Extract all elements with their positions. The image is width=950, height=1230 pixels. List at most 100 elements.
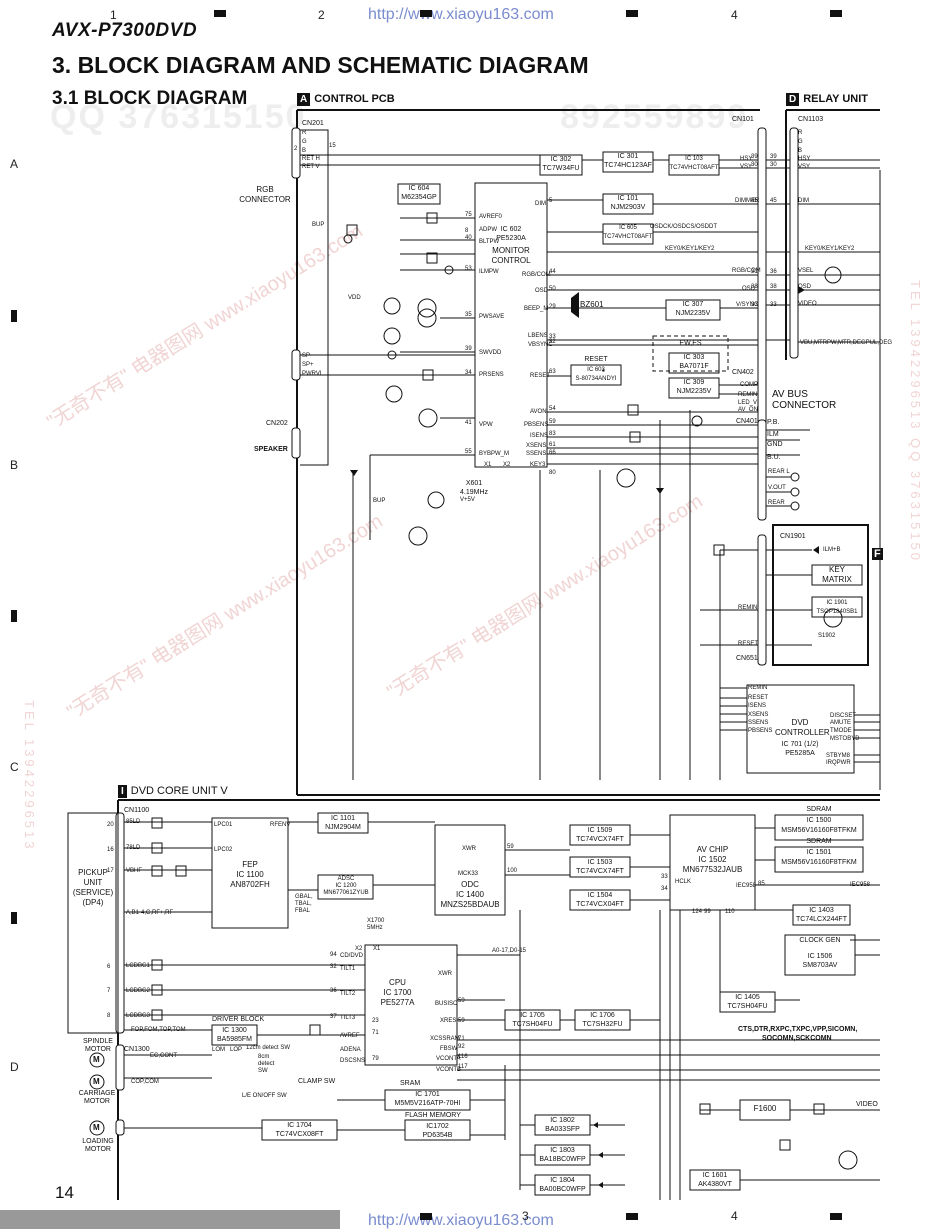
grid-col-3: 3 <box>522 1209 529 1223</box>
svg-text:R: R <box>798 130 803 136</box>
grid-mark <box>11 912 17 924</box>
svg-text:OSDCK/OSDCS/OSDDT: OSDCK/OSDCS/OSDDT <box>650 224 717 230</box>
svg-text:PBSENS: PBSENS <box>748 728 772 734</box>
grid-col-2: 2 <box>318 8 325 22</box>
svg-text:HSY: HSY <box>740 156 752 162</box>
watermark-vertical-right: TEL 13942296513 QQ 376315150 <box>908 280 923 564</box>
cts-signals: CTS,DTR,RXPC,TXPC,VPP,SICOMN, <box>738 1026 858 1033</box>
svg-text:35: 35 <box>465 312 472 318</box>
svg-text:20: 20 <box>107 822 114 828</box>
svg-text:B: B <box>798 148 802 154</box>
svg-text:RET H: RET H <box>302 156 320 162</box>
motor-m-icon: M <box>93 1055 100 1064</box>
model-name: AVX-P7300DVD <box>52 20 198 41</box>
svg-text:38: 38 <box>770 284 777 290</box>
svg-text:VSEL: VSEL <box>798 268 814 274</box>
svg-text:REMIN: REMIN <box>748 685 767 691</box>
svg-text:XSENS: XSENS <box>748 712 768 718</box>
grid-mark <box>626 1213 638 1220</box>
svg-text:80: 80 <box>549 470 556 476</box>
svg-text:IEC958: IEC958 <box>736 883 757 889</box>
svg-text:LPC01: LPC01 <box>214 822 233 828</box>
svg-text:FBAL: FBAL <box>295 908 311 914</box>
svg-text:59: 59 <box>458 998 465 1004</box>
svg-text:HSY: HSY <box>798 156 810 162</box>
svg-text:32: 32 <box>330 964 337 970</box>
svg-text:LCDBG3: LCDBG3 <box>126 1013 151 1019</box>
svg-text:SP+: SP+ <box>302 362 314 368</box>
svg-text:50: 50 <box>549 286 556 292</box>
svg-text:2: 2 <box>294 146 298 152</box>
reset-label: RESET <box>584 356 608 363</box>
motor-m-icon: M <box>93 1123 100 1132</box>
svg-text:15: 15 <box>329 143 336 149</box>
grid-row-a: A <box>10 157 19 171</box>
watermark-url-top: http://www.xiaoyu163.com <box>368 6 554 23</box>
v5-label: V+5V <box>460 497 475 503</box>
svg-text:OSD: OSD <box>798 284 812 290</box>
svg-text:75: 75 <box>465 212 472 218</box>
svg-text:94: 94 <box>330 952 337 958</box>
svg-text:OSD: OSD <box>742 286 756 292</box>
sdram-label-1: SDRAM <box>806 806 832 813</box>
spindle-motor-label: SPINDLE MOTOR <box>83 1038 113 1053</box>
svg-text:117: 117 <box>458 1064 468 1070</box>
svg-text:DIM: DIM <box>798 198 809 204</box>
ic1704-block: IC 1704 TC74VCX08FT <box>275 1122 324 1138</box>
svg-text:LED_V: LED_V <box>738 400 757 406</box>
svg-text:71: 71 <box>458 1036 465 1042</box>
svg-text:FOP,FOM,TOP,TOM: FOP,FOM,TOP,TOM <box>131 1027 186 1033</box>
svg-text:BEEP_M: BEEP_M <box>524 306 548 312</box>
svg-text:30: 30 <box>770 162 777 168</box>
svg-text:LCDBG1: LCDBG1 <box>126 963 151 969</box>
svg-text:71: 71 <box>372 1030 379 1036</box>
svg-text:5: 5 <box>549 198 553 204</box>
svg-text:X1: X1 <box>373 946 381 952</box>
video-label: VIDEO <box>856 1101 878 1108</box>
svg-text:VCONTA: VCONTA <box>436 1056 461 1062</box>
svg-text:55: 55 <box>465 449 472 455</box>
svg-text:110: 110 <box>725 909 735 915</box>
svg-text:BLTPW: BLTPW <box>479 239 500 245</box>
vbu-signals: VBU,MTRPW,MTR,DEGPUL,DEG <box>800 340 893 346</box>
svg-text:RESET: RESET <box>748 695 768 701</box>
svg-text:KEY0/KEY1/KEY2: KEY0/KEY1/KEY2 <box>805 246 855 252</box>
svg-text:44: 44 <box>549 269 556 275</box>
ic1300-block: IC 1300 BA5985FM <box>216 1027 253 1043</box>
footer-bar <box>0 1210 340 1229</box>
svg-text:RESET: RESET <box>530 373 550 379</box>
svg-text:99: 99 <box>704 909 711 915</box>
gnd-label: GND <box>767 441 783 448</box>
svg-text:33: 33 <box>549 334 556 340</box>
svg-text:DIMMER: DIMMER <box>735 198 760 204</box>
ic605-block: IC 605 TC74VHCT08AFT <box>603 225 653 240</box>
svg-text:85: 85 <box>758 881 765 887</box>
ic1405-block: IC 1405 TC7SH04FU <box>727 994 768 1010</box>
svg-text:54: 54 <box>549 406 556 412</box>
svg-text:OSD: OSD <box>535 288 549 294</box>
ic602-block: IC 602 PE5230A <box>496 226 526 242</box>
grid-mark <box>214 10 226 17</box>
svg-text:34: 34 <box>465 370 472 376</box>
grid-row-b: B <box>10 458 19 472</box>
ic1403-block: IC 1403 TC74LCX244FT <box>796 907 847 923</box>
svg-text:38: 38 <box>751 284 758 290</box>
svg-text:29: 29 <box>549 304 556 310</box>
svg-text:16: 16 <box>107 847 114 853</box>
svg-text:TMODE: TMODE <box>830 728 852 734</box>
flash-label: FLASH MEMORY <box>405 1112 461 1119</box>
ic103-block: IC 103 TC74VHCT08AFT <box>669 156 719 171</box>
ic1503-block: IC 1503 TC74VCX74FT <box>576 859 624 875</box>
cn401-label: CN401 <box>736 418 758 425</box>
svg-text:78LD: 78LD <box>126 845 141 851</box>
svg-text:AVON: AVON <box>530 409 547 415</box>
svg-text:G: G <box>798 139 803 145</box>
svg-text:PWRVI: PWRVI <box>302 371 322 377</box>
svg-text:VBSYNC: VBSYNC <box>528 342 553 348</box>
svg-text:41: 41 <box>465 420 472 426</box>
svg-text:59: 59 <box>507 844 514 850</box>
cn1901-label: CN1901 <box>780 533 806 540</box>
cn651-label: CN651 <box>736 655 758 662</box>
